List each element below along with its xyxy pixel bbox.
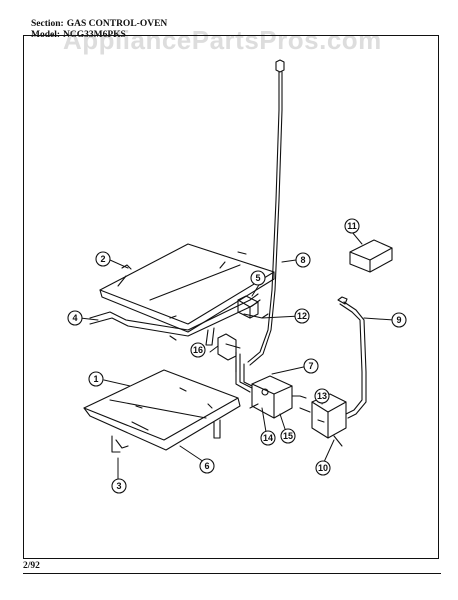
- callout-5: [250, 270, 266, 286]
- callout-16-label: 16: [193, 345, 203, 355]
- tube-9: [337, 296, 367, 419]
- callout-16: [190, 342, 206, 358]
- tube-8: [247, 59, 285, 366]
- tube-7: [235, 351, 253, 393]
- callout-11: [344, 218, 360, 234]
- section-key: Section:: [31, 19, 64, 29]
- callout-1-label: 1: [93, 374, 98, 384]
- callout-9: [391, 312, 407, 328]
- callout-2: [95, 251, 111, 267]
- callout-15-label: 15: [283, 431, 293, 441]
- callout-12: [294, 308, 310, 324]
- callout-11-label: 11: [347, 221, 357, 231]
- parts-diagram-sheet: Section:GAS CONTROL-OVEN Model:NCG33M6PK…: [23, 17, 441, 587]
- footer-date: 2/92: [23, 561, 40, 571]
- callout-2-label: 2: [100, 254, 105, 264]
- regulator-10: [299, 393, 347, 447]
- module-11: [349, 239, 393, 273]
- watermark: AppliancePartsPros.com: [63, 25, 382, 55]
- igniter-5: [237, 295, 269, 319]
- upper-burner-cover: [99, 243, 275, 333]
- callout-15: [280, 428, 296, 444]
- callout-12-label: 12: [297, 311, 307, 321]
- diagram-frame: [23, 35, 439, 559]
- callout-8-label: 8: [300, 255, 305, 265]
- callout-3: [111, 478, 127, 494]
- section-value: GAS CONTROL-OVEN: [66, 19, 168, 29]
- callout-8: [295, 252, 311, 268]
- callout-labels: 2 4 5 8 12 16 7 9 1 6 3 14 15 13 10 11: [72, 221, 401, 491]
- callout-9-label: 9: [396, 315, 401, 325]
- lower-baffle: [83, 369, 241, 453]
- callout-3-label: 3: [116, 481, 121, 491]
- callout-4: [67, 310, 83, 326]
- callout-14: [260, 430, 276, 446]
- callouts: [79, 231, 395, 483]
- section-line: Section:GAS CONTROL-OVEN: [31, 19, 167, 29]
- callout-6-label: 6: [204, 461, 209, 471]
- callout-13-label: 13: [317, 391, 327, 401]
- callout-7: [303, 358, 319, 374]
- callout-10-label: 10: [318, 463, 328, 473]
- callout-5-label: 5: [255, 273, 260, 283]
- gas-valve-14: [235, 359, 307, 419]
- callout-7-label: 7: [308, 361, 313, 371]
- footer-rule: [23, 573, 441, 574]
- callout-4-label: 4: [72, 313, 77, 323]
- fitting-16: [217, 333, 241, 361]
- callout-13: [314, 388, 330, 404]
- callout-14-label: 14: [263, 433, 273, 443]
- callout-1: [88, 371, 104, 387]
- callout-6: [199, 458, 215, 474]
- callout-markers: [67, 218, 407, 494]
- callout-10: [315, 460, 331, 476]
